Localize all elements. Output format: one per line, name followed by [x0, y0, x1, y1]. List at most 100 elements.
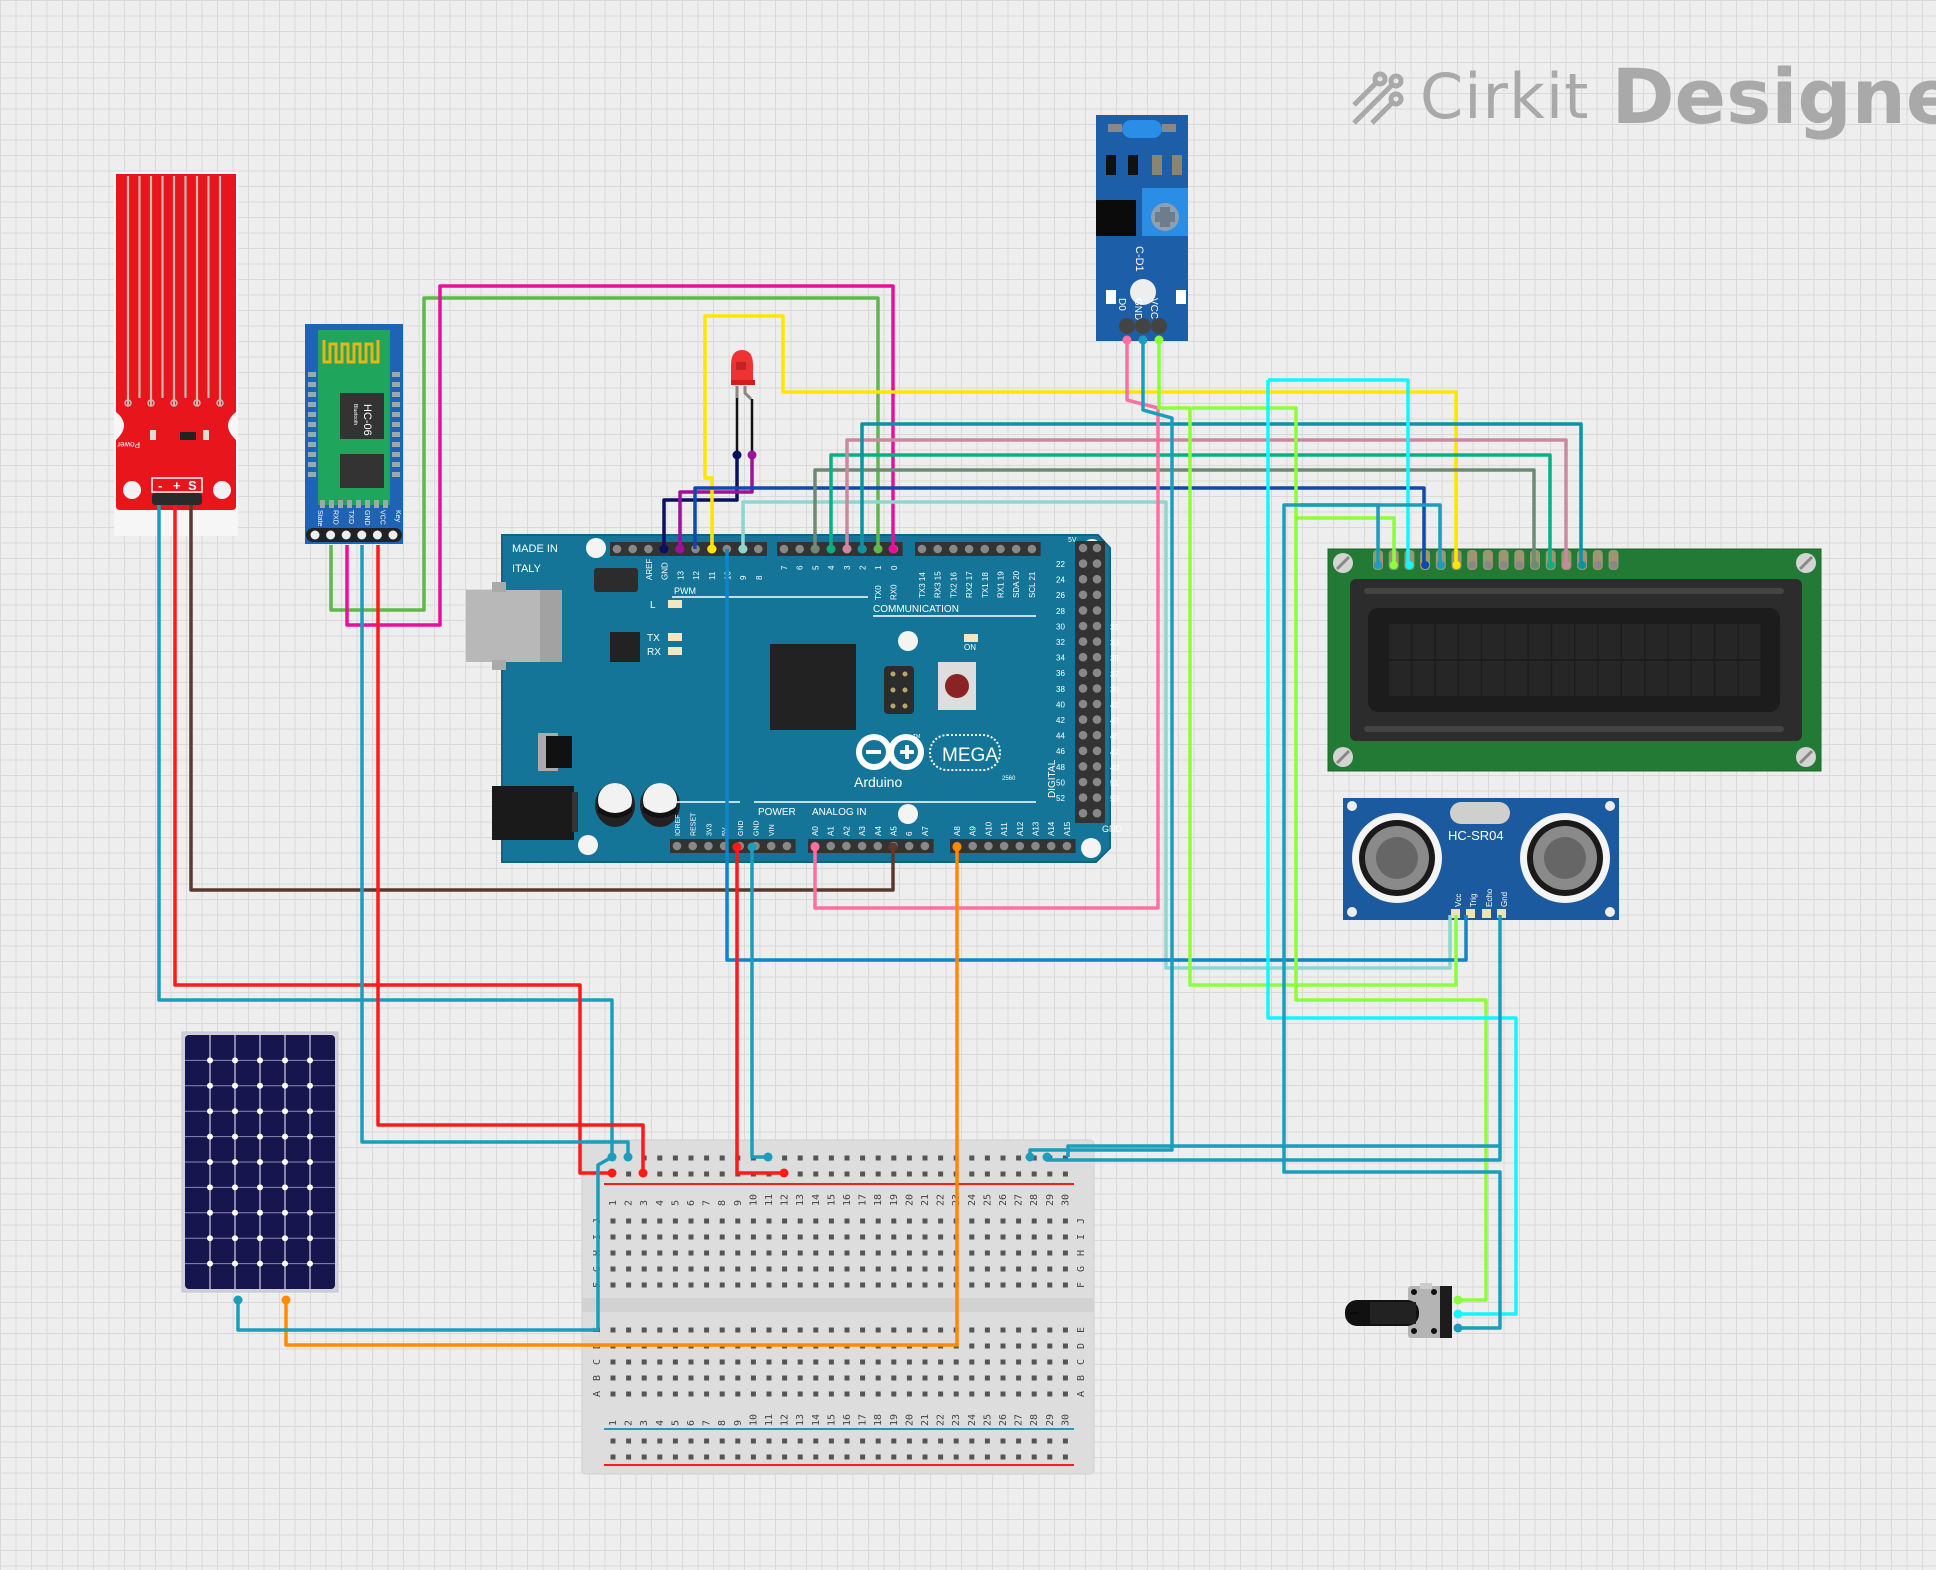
breadboard-hole[interactable]: [938, 1375, 944, 1381]
wire-endpoint[interactable]: [779, 1168, 789, 1178]
header-pin[interactable]: [1092, 808, 1102, 818]
breadboard-hole[interactable]: [1000, 1359, 1006, 1365]
breadboard-hole[interactable]: [1016, 1359, 1022, 1365]
breadboard-hole[interactable]: [891, 1266, 897, 1272]
header-pin[interactable]: [612, 544, 622, 554]
breadboard-hole[interactable]: [875, 1171, 881, 1177]
breadboard-hole[interactable]: [922, 1359, 928, 1365]
breadboard-hole[interactable]: [984, 1359, 990, 1365]
breadboard-hole[interactable]: [1062, 1155, 1068, 1161]
breadboard-hole[interactable]: [922, 1266, 928, 1272]
wire-endpoint[interactable]: [1453, 1309, 1463, 1319]
breadboard-hole[interactable]: [984, 1234, 990, 1240]
breadboard-hole[interactable]: [860, 1454, 866, 1460]
breadboard-hole[interactable]: [735, 1218, 741, 1224]
breadboard-hole[interactable]: [750, 1282, 756, 1288]
breadboard-hole[interactable]: [1031, 1359, 1037, 1365]
breadboard-hole[interactable]: [750, 1438, 756, 1444]
wire-lcd-rs[interactable]: [703, 314, 1458, 565]
breadboard-hole[interactable]: [782, 1375, 788, 1381]
breadboard-hole[interactable]: [735, 1454, 741, 1460]
breadboard-hole[interactable]: [782, 1250, 788, 1256]
ultrasonic-sensor-hc-sr04[interactable]: HC-SR04 Vcc Trig Echo Gnd: [1343, 798, 1619, 920]
breadboard-hole[interactable]: [1047, 1391, 1053, 1397]
breadboard-hole[interactable]: [891, 1359, 897, 1365]
breadboard-hole[interactable]: [688, 1218, 694, 1224]
breadboard-hole[interactable]: [891, 1218, 897, 1224]
breadboard-hole[interactable]: [969, 1171, 975, 1177]
breadboard-hole[interactable]: [813, 1327, 819, 1333]
wire-bt-rxd[interactable]: [329, 296, 880, 612]
breadboard-hole[interactable]: [782, 1438, 788, 1444]
breadboard-hole[interactable]: [813, 1282, 819, 1288]
wire-water-gnd[interactable]: [157, 505, 614, 1157]
breadboard-hole[interactable]: [750, 1454, 756, 1460]
wire-bt-gnd[interactable]: [360, 545, 630, 1157]
wire-us-gnd[interactable]: [1045, 915, 1502, 1162]
breadboard-hole[interactable]: [1031, 1391, 1037, 1397]
breadboard-hole[interactable]: [938, 1234, 944, 1240]
breadboard-hole[interactable]: [797, 1266, 803, 1272]
wire-endpoint[interactable]: [747, 842, 757, 852]
breadboard-hole[interactable]: [828, 1250, 834, 1256]
breadboard-hole[interactable]: [906, 1155, 912, 1161]
breadboard-hole[interactable]: [844, 1454, 850, 1460]
breadboard-hole[interactable]: [1016, 1266, 1022, 1272]
wire-endpoint[interactable]: [1138, 335, 1148, 345]
wire-endpoint[interactable]: [810, 544, 820, 554]
breadboard-hole[interactable]: [1062, 1359, 1068, 1365]
breadboard-hole[interactable]: [922, 1375, 928, 1381]
wire-endpoint[interactable]: [888, 842, 898, 852]
wires[interactable]: [157, 284, 1583, 1347]
header-pin[interactable]: [1078, 730, 1088, 740]
sound-sensor-module[interactable]: C-D1 D0 GND VCC: [1096, 115, 1188, 341]
breadboard-hole[interactable]: [844, 1359, 850, 1365]
breadboard-hole[interactable]: [657, 1438, 663, 1444]
breadboard-hole[interactable]: [719, 1250, 725, 1256]
breadboard-hole[interactable]: [891, 1454, 897, 1460]
header-pin[interactable]: [1078, 590, 1088, 600]
breadboard-hole[interactable]: [875, 1282, 881, 1288]
header-pin[interactable]: [1092, 715, 1102, 724]
breadboard-hole[interactable]: [860, 1234, 866, 1240]
header-pin[interactable]: [873, 841, 883, 851]
breadboard-hole[interactable]: [735, 1327, 741, 1333]
breadboard-hole[interactable]: [1047, 1438, 1053, 1444]
breadboard-hole[interactable]: [641, 1454, 647, 1460]
wire-endpoint[interactable]: [826, 544, 836, 554]
breadboard-hole[interactable]: [938, 1359, 944, 1365]
breadboard-hole[interactable]: [1031, 1218, 1037, 1224]
breadboard-hole[interactable]: [688, 1327, 694, 1333]
breadboard-hole[interactable]: [984, 1343, 990, 1349]
breadboard-hole[interactable]: [657, 1391, 663, 1397]
header-pin[interactable]: [1092, 699, 1102, 709]
wire-endpoint[interactable]: [747, 450, 757, 460]
breadboard-hole[interactable]: [704, 1234, 710, 1240]
breadboard-hole[interactable]: [719, 1155, 725, 1161]
header-pin[interactable]: [1092, 637, 1102, 646]
breadboard-hole[interactable]: [813, 1266, 819, 1272]
header-pin[interactable]: [980, 544, 990, 554]
breadboard-hole[interactable]: [875, 1391, 881, 1397]
breadboard-hole[interactable]: [766, 1266, 772, 1272]
wire-endpoint[interactable]: [707, 544, 717, 554]
header-pin[interactable]: [999, 841, 1009, 851]
breadboard-hole[interactable]: [719, 1454, 725, 1460]
breadboard-hole[interactable]: [813, 1359, 819, 1365]
breadboard-hole[interactable]: [688, 1438, 694, 1444]
breadboard-hole[interactable]: [828, 1375, 834, 1381]
breadboard-hole[interactable]: [688, 1155, 694, 1161]
breadboard-hole[interactable]: [641, 1438, 647, 1444]
breadboard-hole[interactable]: [984, 1282, 990, 1288]
breadboard-hole[interactable]: [969, 1250, 975, 1256]
breadboard-hole[interactable]: [953, 1375, 959, 1381]
wire-lcd-d7[interactable]: [693, 486, 1426, 565]
breadboard-hole[interactable]: [704, 1171, 710, 1177]
header-pin[interactable]: [1027, 544, 1037, 554]
breadboard-hole[interactable]: [750, 1327, 756, 1333]
breadboard-hole[interactable]: [860, 1218, 866, 1224]
wire-led-anode[interactable]: [678, 455, 754, 549]
breadboard-hole[interactable]: [953, 1438, 959, 1444]
breadboard-hole[interactable]: [922, 1438, 928, 1444]
